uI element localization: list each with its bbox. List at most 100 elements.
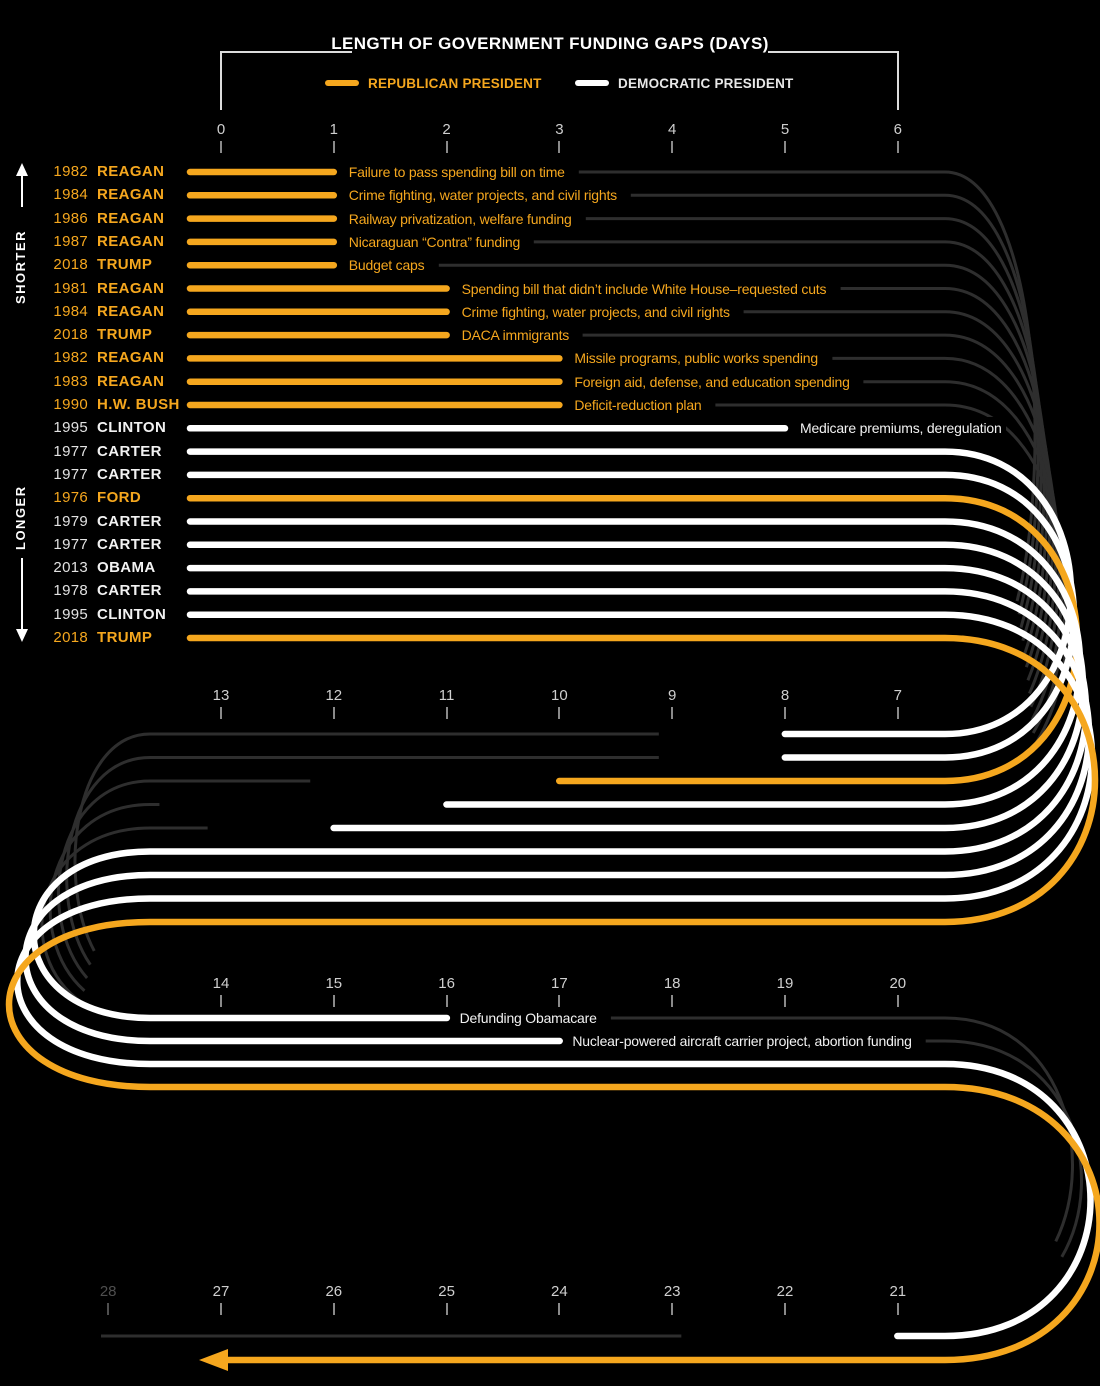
axis-tick [671,141,674,153]
axis-tick-label: 26 [325,1283,343,1300]
axis-tick-label: 23 [663,1283,681,1300]
ghost-track [48,520,1082,1016]
axis-tick [671,707,674,719]
ghost-track [32,566,1088,1314]
cause-label: Nicaraguan “Contra” funding [344,230,525,253]
axis-tick-label: 0 [216,121,226,138]
president-label: CLINTON [97,419,167,437]
axis-tick-label: 12 [325,687,343,704]
title-bracket [220,51,899,110]
funding-gap-bar [38,541,1087,1026]
president-label: TRUMP [97,256,153,274]
axis-tick-label: 6 [893,121,902,138]
president-label: REAGAN [97,349,165,367]
axis-tick [784,995,786,1007]
legend-republican: REPUBLICAN PRESIDENT [325,75,542,91]
axis-tick [671,995,674,1007]
ghost-track [73,450,1073,992]
president-label: FORD [97,489,142,507]
year-label: 2018 [53,256,88,274]
cause-label: Medicare premiums, deregulation [796,417,1006,440]
year-label: 1981 [53,279,88,297]
axis-tick [896,707,899,719]
axis-tick [220,141,222,153]
ghost-track [190,217,1043,720]
axis-tick [558,141,561,153]
funding-gap-bar [47,518,1084,1018]
year-label: 1979 [53,512,88,530]
year-label: 1986 [53,209,88,227]
president-label: CARTER [97,582,162,600]
axis-tick [896,1303,899,1315]
year-label: 1995 [53,419,88,437]
president-label: H.W. BUSH [97,396,180,413]
year-label: 1977 [53,535,88,553]
funding-gap-bar [63,471,1078,1002]
axis-tick [558,1303,561,1315]
cause-label: Deficit-reduction plan [570,394,706,416]
axis-tick-label: 11 [438,687,455,704]
longer-arrow-icon [16,558,28,642]
cause-label: Nuclear-powered aircraft carrier project… [568,1030,916,1052]
year-label: 2018 [53,326,88,344]
year-label: 2018 [53,629,88,646]
axis-tick-label: 21 [889,1283,907,1300]
shorter-axis-label: SHORTER [13,229,28,304]
axis-tick [332,707,335,719]
year-label: 1984 [53,186,88,204]
cause-label: Defunding Obamacare [455,1007,601,1029]
ongoing-arrowhead-icon [199,1349,228,1371]
axis-tick-label: 3 [555,121,564,138]
funding-gap-bar [30,564,1090,1316]
republican-swatch-icon [325,80,359,86]
cause-label: Crime fighting, water projects, and civi… [457,300,734,323]
cause-label: Railway privatization, welfare funding [344,207,576,230]
axis-tick-label: 10 [551,687,568,704]
axis-tick-label: 2 [442,121,451,138]
president-label: CARTER [97,465,162,483]
funding-gap-bar [71,448,1075,994]
year-label: 1977 [53,442,88,460]
president-label: CARTER [97,535,162,553]
axis-tick [445,995,448,1007]
cause-label: Failure to pass spending bill on time [344,161,569,183]
axis-tick [784,707,786,719]
axis-tick [558,995,561,1007]
axis-tick [445,141,448,153]
year-label: 1976 [53,489,88,507]
page-title: LENGTH OF GOVERNMENT FUNDING GAPS (DAYS) [331,34,769,53]
axis-tick-label: 13 [212,687,230,704]
axis-tick [220,707,222,719]
ghost-track [190,380,1064,783]
axis-tick-label: 20 [889,975,907,992]
year-label: 1977 [53,465,88,483]
axis-tick [558,707,561,719]
axis-tick-label: 7 [893,687,902,704]
axis-tick [784,141,786,153]
year-label: 1978 [53,582,88,600]
axis-tick-label: 14 [212,975,230,992]
president-label: REAGAN [97,372,165,390]
axis-tick [220,995,222,1007]
axis-tick [445,707,448,719]
axis-tick-label: 16 [438,975,455,992]
president-label: REAGAN [97,279,165,297]
ghost-track [190,170,1037,702]
axis-tick-label: 25 [438,1283,455,1300]
axis-tick [220,1303,222,1315]
axis-tick [332,1303,335,1315]
cause-label: Budget caps [344,254,429,277]
axis-tick-label: 22 [776,1283,794,1300]
axis-tick [896,141,899,153]
axis-tick-label: 8 [780,687,790,704]
ghost-track [40,543,1085,1024]
president-label: TRUMP [97,326,153,344]
ghost-track [24,589,1091,1323]
president-label: REAGAN [97,209,165,227]
president-label: REAGAN [97,186,165,204]
funding-gap-bar [55,494,1081,1010]
axis-tick-label: 27 [212,1283,230,1300]
axis-tick [671,1303,674,1315]
axis-tick [445,1303,448,1315]
